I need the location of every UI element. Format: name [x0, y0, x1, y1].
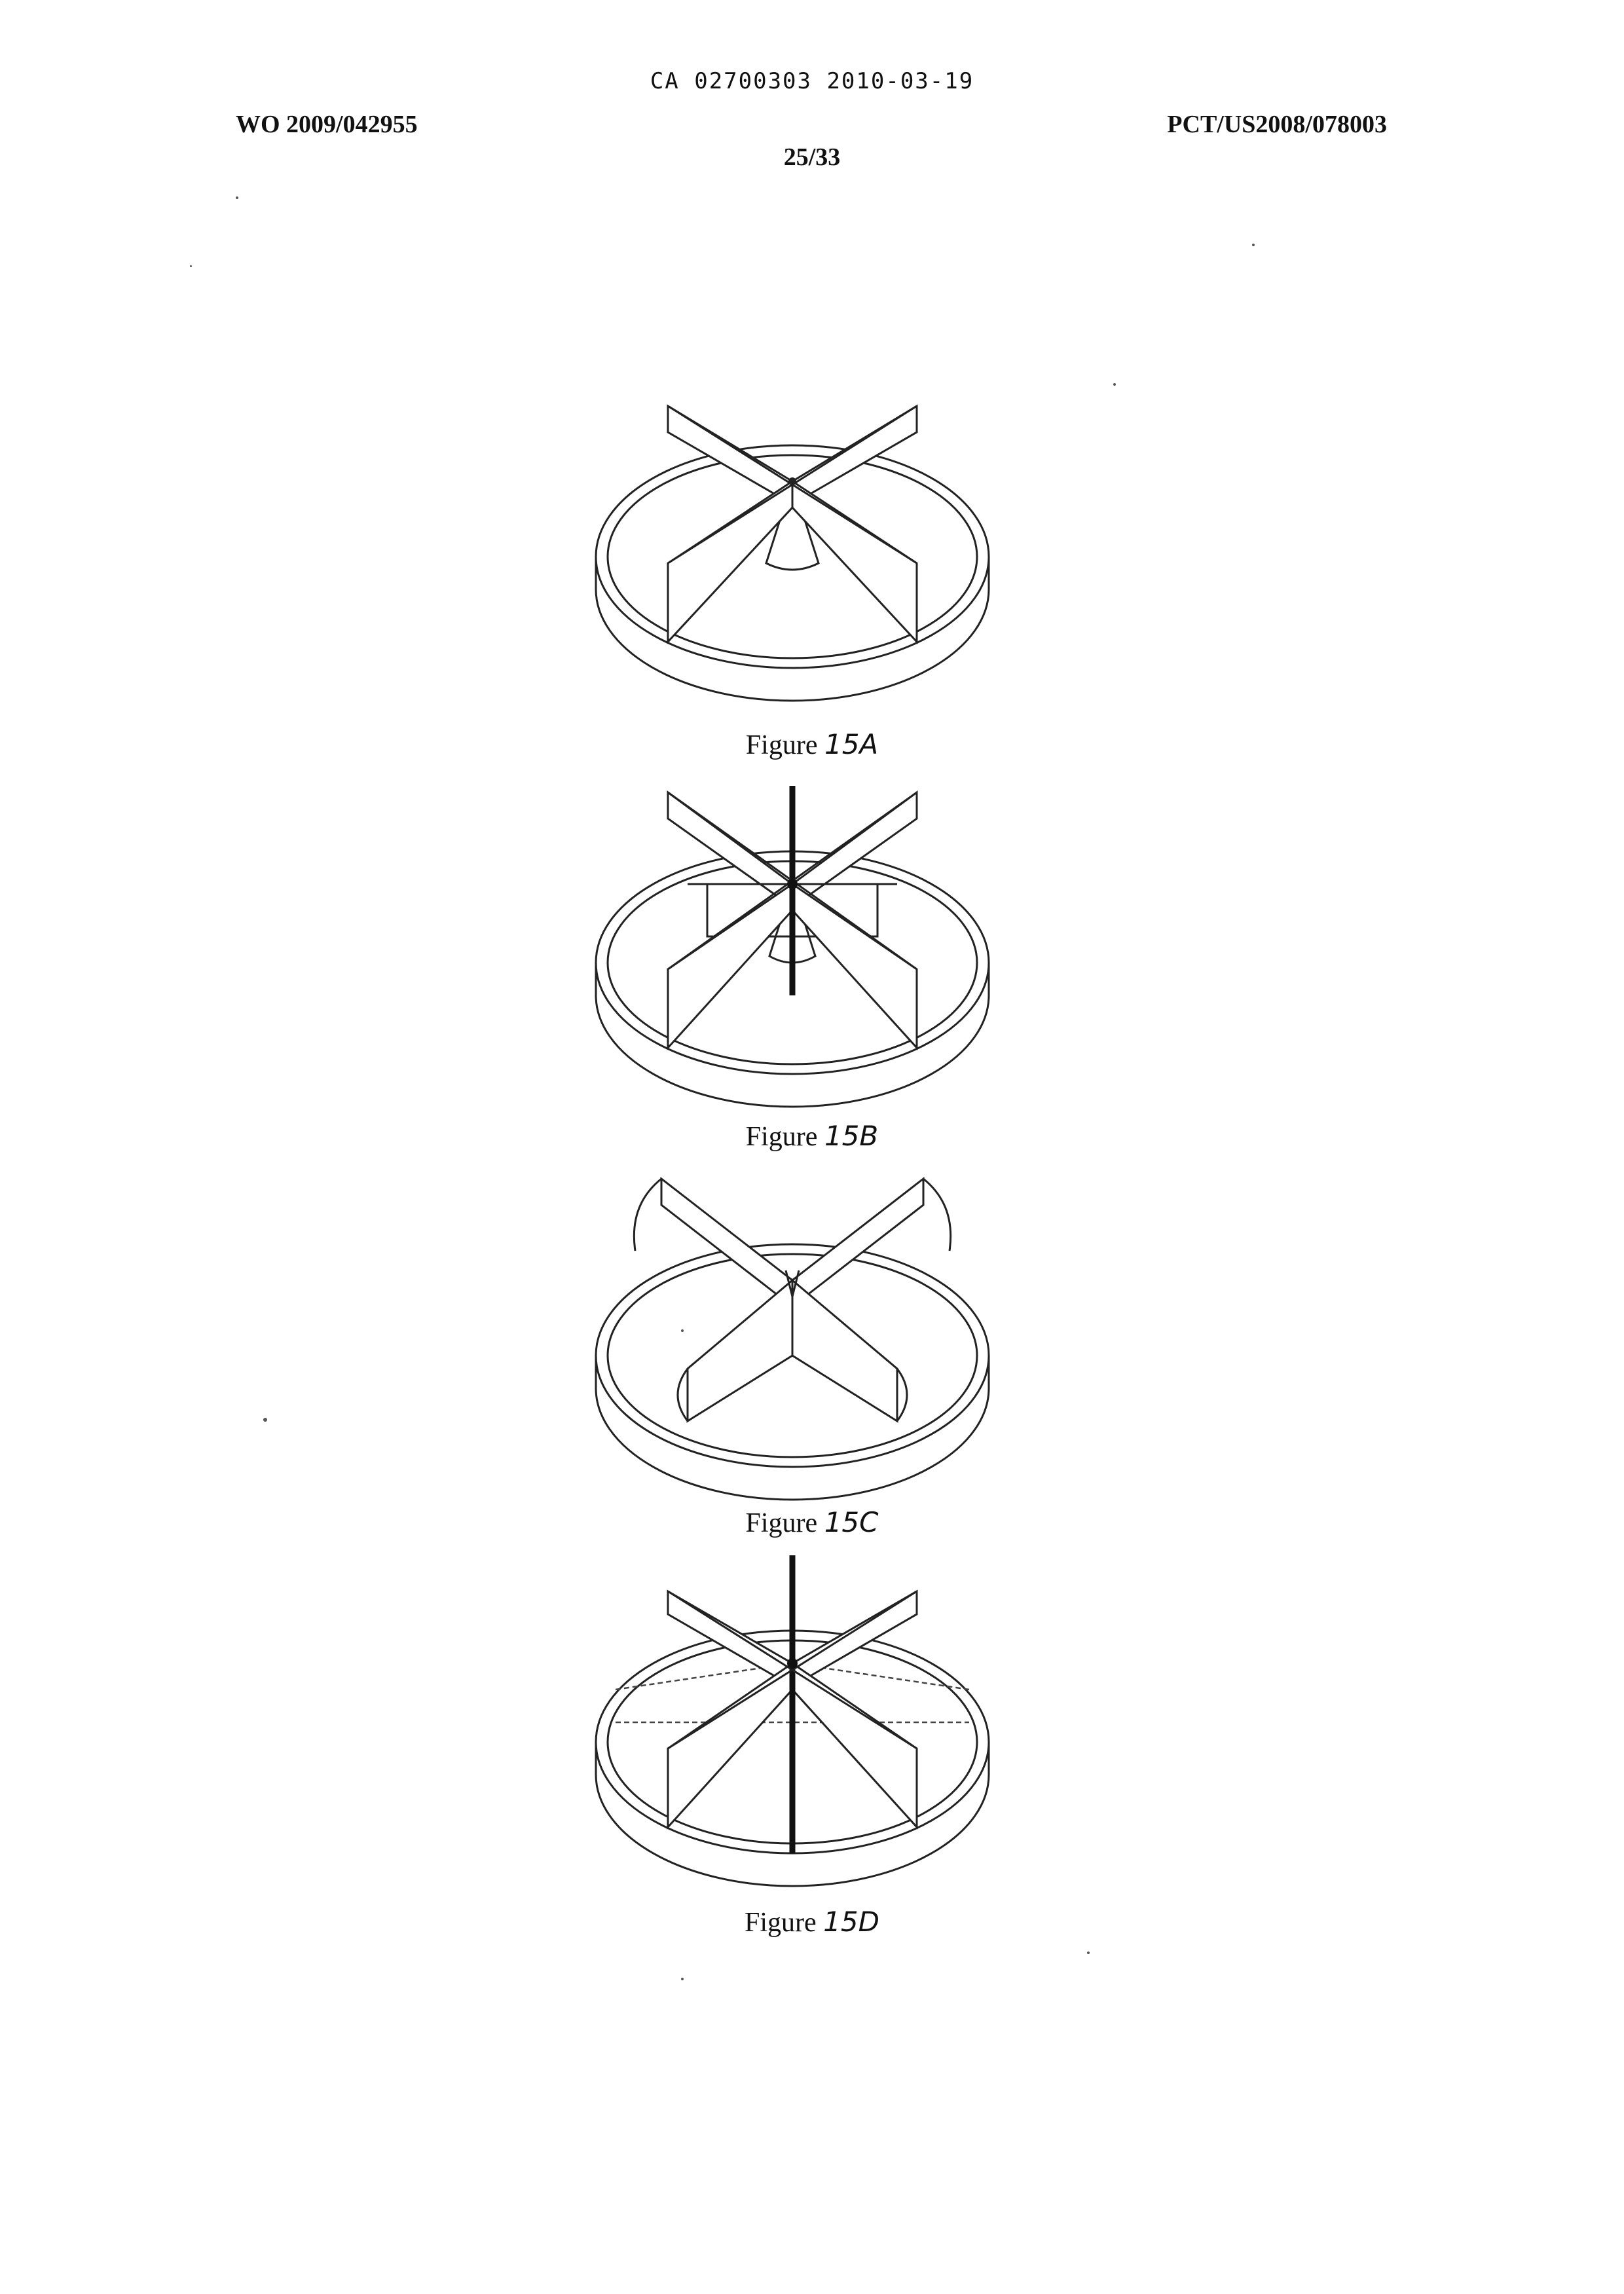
figure-15d-caption: Figure 15D: [0, 1906, 1624, 1938]
figure-15a-label: Figure: [746, 730, 818, 760]
scan-speck: [1087, 1952, 1090, 1954]
figure-15c-caption: Figure 15C: [0, 1506, 1624, 1539]
figure-15a-number: 15A: [824, 728, 878, 760]
scan-speck: [681, 1978, 684, 1980]
ca-application-number: CA 02700303 2010-03-19: [0, 68, 1624, 94]
scan-speck: [681, 1329, 684, 1332]
figure-15b-caption: Figure 15B: [0, 1120, 1624, 1153]
figure-15a-caption: Figure 15A: [0, 728, 1624, 761]
scan-speck: [263, 1418, 267, 1422]
figure-15b-label: Figure: [746, 1122, 818, 1152]
figure-15c-label: Figure: [746, 1508, 818, 1538]
scan-speck: [190, 265, 192, 267]
figure-15b-number: 15B: [824, 1120, 878, 1152]
sheet-page-number: 25/33: [0, 143, 1624, 172]
figure-15d-number: 15D: [823, 1906, 879, 1938]
wo-publication-number: WO 2009/042955: [236, 110, 418, 139]
figure-15d-label: Figure: [745, 1908, 817, 1938]
scan-speck: [1252, 244, 1255, 246]
figure-15c-drawing: [589, 1166, 995, 1513]
figure-15c-number: 15C: [824, 1506, 879, 1538]
figure-15a-drawing: [589, 367, 995, 714]
figure-15d-drawing: [589, 1552, 995, 1899]
figure-15b-drawing: [589, 773, 995, 1120]
scan-speck: [1113, 383, 1116, 386]
scan-speck: [236, 196, 238, 199]
pct-application-number: PCT/US2008/078003: [1167, 110, 1387, 139]
